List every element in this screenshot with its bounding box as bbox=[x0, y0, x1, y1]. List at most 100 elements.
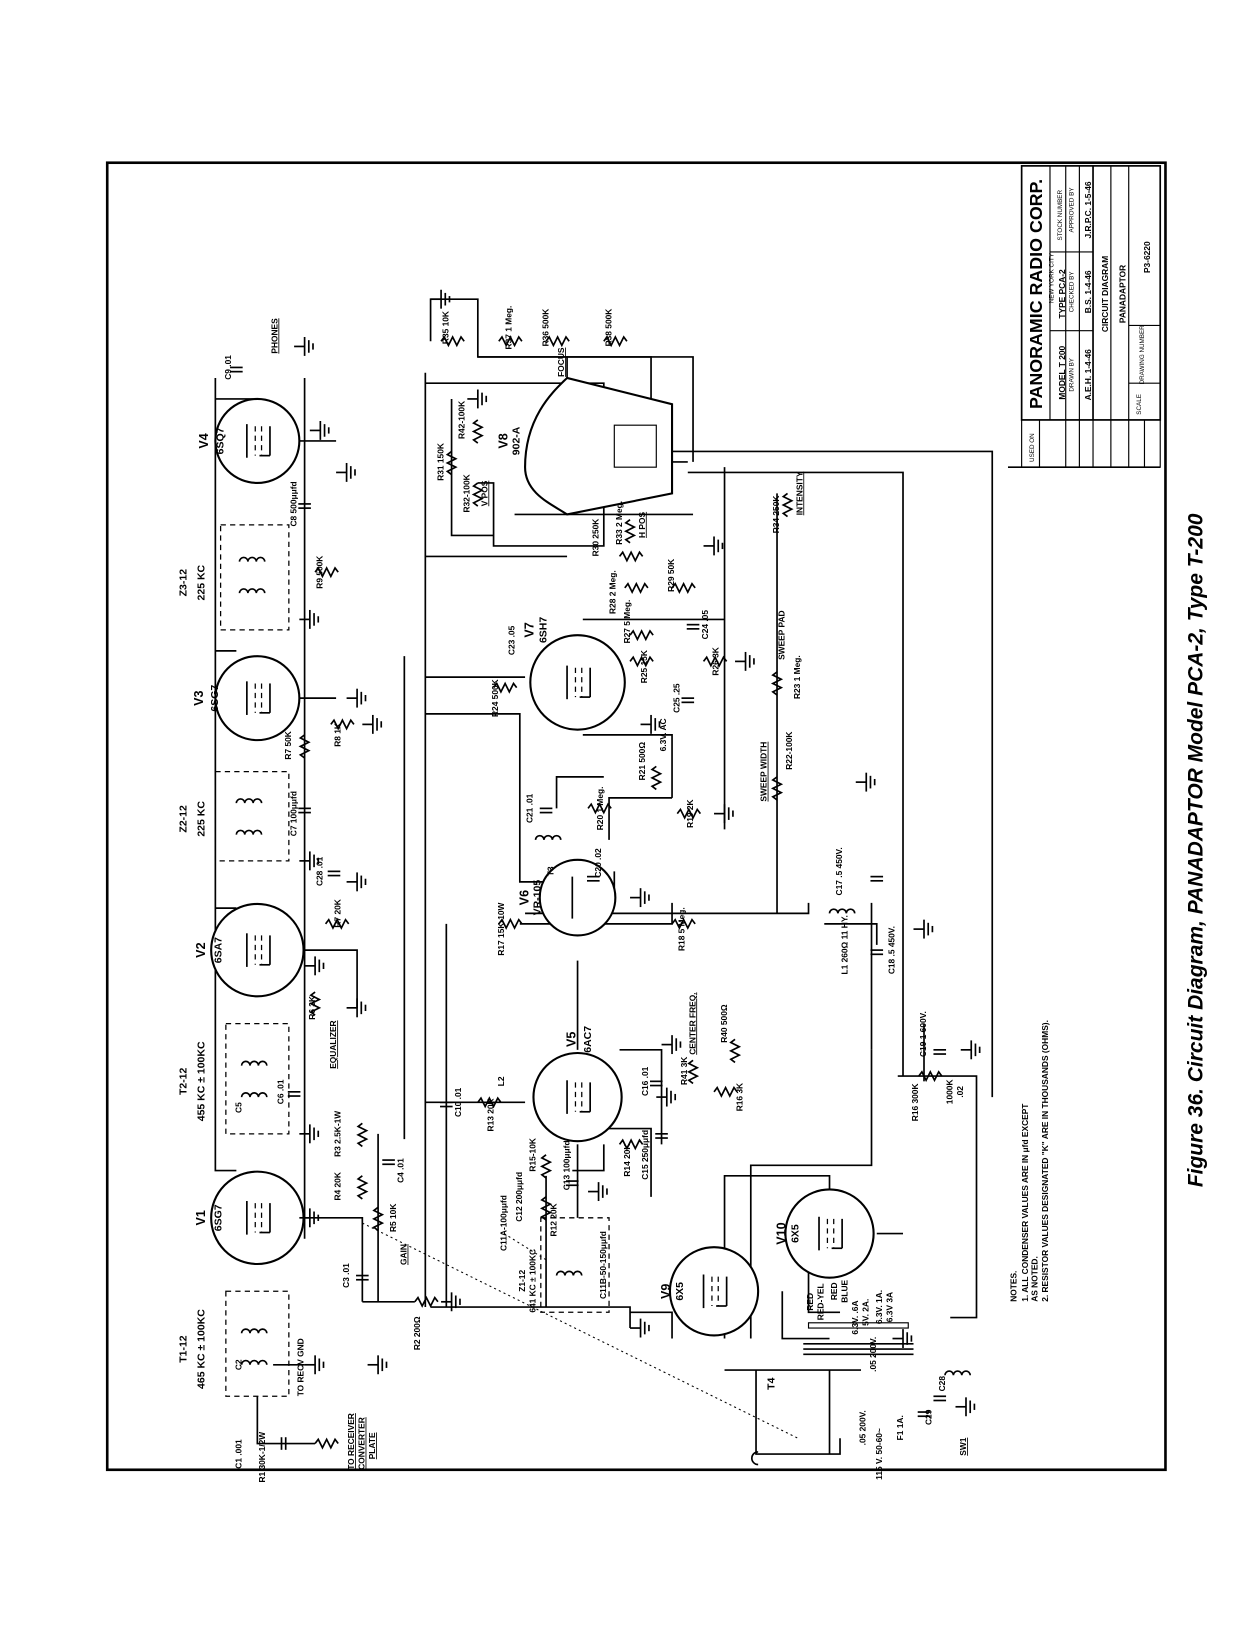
component-label-r9: R9 500K bbox=[315, 556, 325, 589]
capacitor-c28 bbox=[326, 870, 342, 877]
tube-v7 bbox=[529, 634, 626, 731]
tube-electrodes bbox=[246, 933, 271, 967]
component-label-r3: R3 2.5K-1W bbox=[332, 1111, 342, 1157]
component-label-r38: R38 500K bbox=[603, 309, 613, 347]
z1-freq: 641 KC ± 100KC bbox=[528, 1249, 538, 1313]
component-label-converter: CONVERTER bbox=[357, 1417, 367, 1470]
component-label-ac_in: 115 V. 50-60~ bbox=[874, 1428, 884, 1480]
resistor-r34-intensity bbox=[782, 492, 793, 518]
tube-electrodes bbox=[702, 1274, 728, 1309]
tube-electrodes bbox=[246, 424, 271, 458]
component-label-c28: C28 bbox=[937, 1376, 947, 1392]
component-label-r1: R1 30K-1/2W bbox=[257, 1432, 267, 1483]
component-label-r28: R28 2 Meg. bbox=[607, 570, 617, 614]
component-label-v_pos: V POS bbox=[479, 480, 489, 506]
component-label-r4: R4 20K bbox=[332, 1172, 342, 1200]
component-label-equalizer: EQUALIZER bbox=[328, 1020, 338, 1068]
ground-symbol bbox=[655, 1086, 677, 1108]
resistor-r2 bbox=[413, 1296, 439, 1307]
note-1: 1. ALL CONDENSER VALUES ARE IN μfd EXCEP… bbox=[1020, 1103, 1030, 1302]
component-label-r19: R19 2K bbox=[685, 799, 695, 827]
company-name: PANORAMIC RADIO CORP. bbox=[1026, 179, 1046, 409]
component-label-r16a: R16 3K bbox=[735, 1083, 745, 1111]
component-label-r41: R41 3K bbox=[679, 1057, 689, 1085]
capacitor-c6 bbox=[286, 1090, 302, 1097]
resistor-r4 bbox=[357, 1174, 368, 1200]
component-label-c16: C16 .01 bbox=[640, 1066, 650, 1096]
component-label-to_receiver: TO RECEIVER bbox=[346, 1413, 356, 1470]
t3-ref: T3 bbox=[546, 866, 556, 876]
component-label-c05a: .05 200V. bbox=[857, 1410, 867, 1445]
capacitor-c28-line bbox=[932, 1395, 947, 1402]
capacitor-c4 bbox=[381, 1159, 396, 1166]
component-label-r23: R23 1 Meg. bbox=[792, 655, 802, 699]
ground-symbol bbox=[734, 651, 755, 672]
tube-v3 bbox=[214, 655, 301, 742]
notes: NOTES. 1. ALL CONDENSER VALUES ARE IN μf… bbox=[1009, 1020, 1050, 1302]
ground-symbol bbox=[587, 1181, 608, 1202]
v6-ref: V6 bbox=[517, 890, 531, 905]
coil bbox=[238, 588, 266, 594]
ground-symbol bbox=[309, 420, 330, 441]
component-label-c6: C6 .01 bbox=[276, 1079, 286, 1104]
component-label-w_63v: 6.3V. 1A. bbox=[874, 1290, 884, 1324]
resistor-r3 bbox=[357, 1122, 368, 1148]
component-label-r20: R20 1 Meg. bbox=[595, 786, 605, 830]
line-choke bbox=[944, 1370, 972, 1377]
v9-type: 6X5 bbox=[675, 1282, 686, 1301]
component-label-w_gy: 6.3V. .6A bbox=[850, 1300, 860, 1334]
ground-symbol bbox=[366, 1354, 388, 1376]
component-label-r12: R12 20K bbox=[549, 1203, 559, 1236]
v4-type: 6SQ7 bbox=[215, 427, 226, 454]
component-label-w_redyel: RED-YEL bbox=[815, 1283, 825, 1320]
v7-type: 6SH7 bbox=[539, 617, 550, 643]
component-label-r7a: R7 20K bbox=[332, 899, 342, 927]
ground-symbol bbox=[954, 1396, 976, 1418]
title-block: PANORAMIC RADIO CORP. NEW YORK CITY MODE… bbox=[1007, 165, 1162, 469]
component-label-r15: R15-10K bbox=[528, 1138, 538, 1172]
capacitor-c25 bbox=[680, 697, 695, 704]
drawing-number-label: DRAWING NUMBER bbox=[1139, 325, 1146, 385]
component-label-r8: R8 1K bbox=[332, 723, 342, 747]
component-label-w_blue: BLUE bbox=[839, 1279, 849, 1302]
coil bbox=[235, 798, 263, 804]
v8-type: 902-A bbox=[511, 426, 522, 455]
t1-can bbox=[225, 1290, 290, 1397]
z3-ref: Z3-12 bbox=[179, 569, 190, 597]
component-label-c7: C7 100μμfd bbox=[288, 791, 298, 836]
component-label-w_6a: 6.3V 3A bbox=[885, 1292, 895, 1322]
component-label-c05b: .05 200V. bbox=[868, 1337, 878, 1372]
component-label-c25: C25 .25 bbox=[672, 683, 682, 713]
tubes bbox=[210, 376, 875, 1337]
if-transformer-cans bbox=[214, 524, 972, 1397]
component-label-sweep_pad: SWEEP PAD bbox=[776, 610, 786, 659]
resistor-r28 bbox=[623, 582, 649, 593]
component-label-r32: R32-100K bbox=[462, 474, 472, 512]
component-label-r30: R30 250K bbox=[591, 519, 601, 557]
ground-symbol bbox=[303, 1354, 325, 1376]
checked-by-label: CHECKED BY bbox=[1069, 271, 1076, 313]
component-label-r6: R6 3K bbox=[307, 996, 317, 1020]
l1-choke bbox=[828, 908, 856, 915]
component-label-c2: C2 bbox=[234, 1359, 244, 1370]
ground-symbol bbox=[440, 1291, 461, 1313]
t4-ref: T4 bbox=[767, 1377, 778, 1389]
component-label-r34: R34 250K bbox=[771, 496, 781, 534]
resistor-r15 bbox=[541, 1153, 552, 1179]
notes-heading: NOTES. bbox=[1009, 1271, 1019, 1302]
coil bbox=[240, 1092, 268, 1098]
t1-ref: T1-12 bbox=[179, 1335, 190, 1363]
ground-symbol bbox=[702, 535, 724, 557]
z3-can bbox=[219, 524, 290, 631]
component-label-c02: .02 bbox=[955, 1086, 965, 1098]
t2-freq: 455 KC ± 100KC bbox=[196, 1041, 207, 1121]
component-label-c23: C23 .05 bbox=[507, 625, 517, 655]
capacitor-c24 bbox=[685, 623, 701, 630]
tube-electrodes bbox=[566, 665, 591, 700]
component-label-r24: R24 500K bbox=[490, 679, 500, 717]
component-label-f1: F1 1A. bbox=[895, 1415, 905, 1440]
ground-symbol bbox=[298, 1123, 320, 1145]
component-label-sweep_width: SWEEP WIDTH bbox=[759, 742, 769, 802]
component-label-c4: C4 .01 bbox=[395, 1158, 405, 1183]
tube-electrodes bbox=[818, 1216, 843, 1251]
